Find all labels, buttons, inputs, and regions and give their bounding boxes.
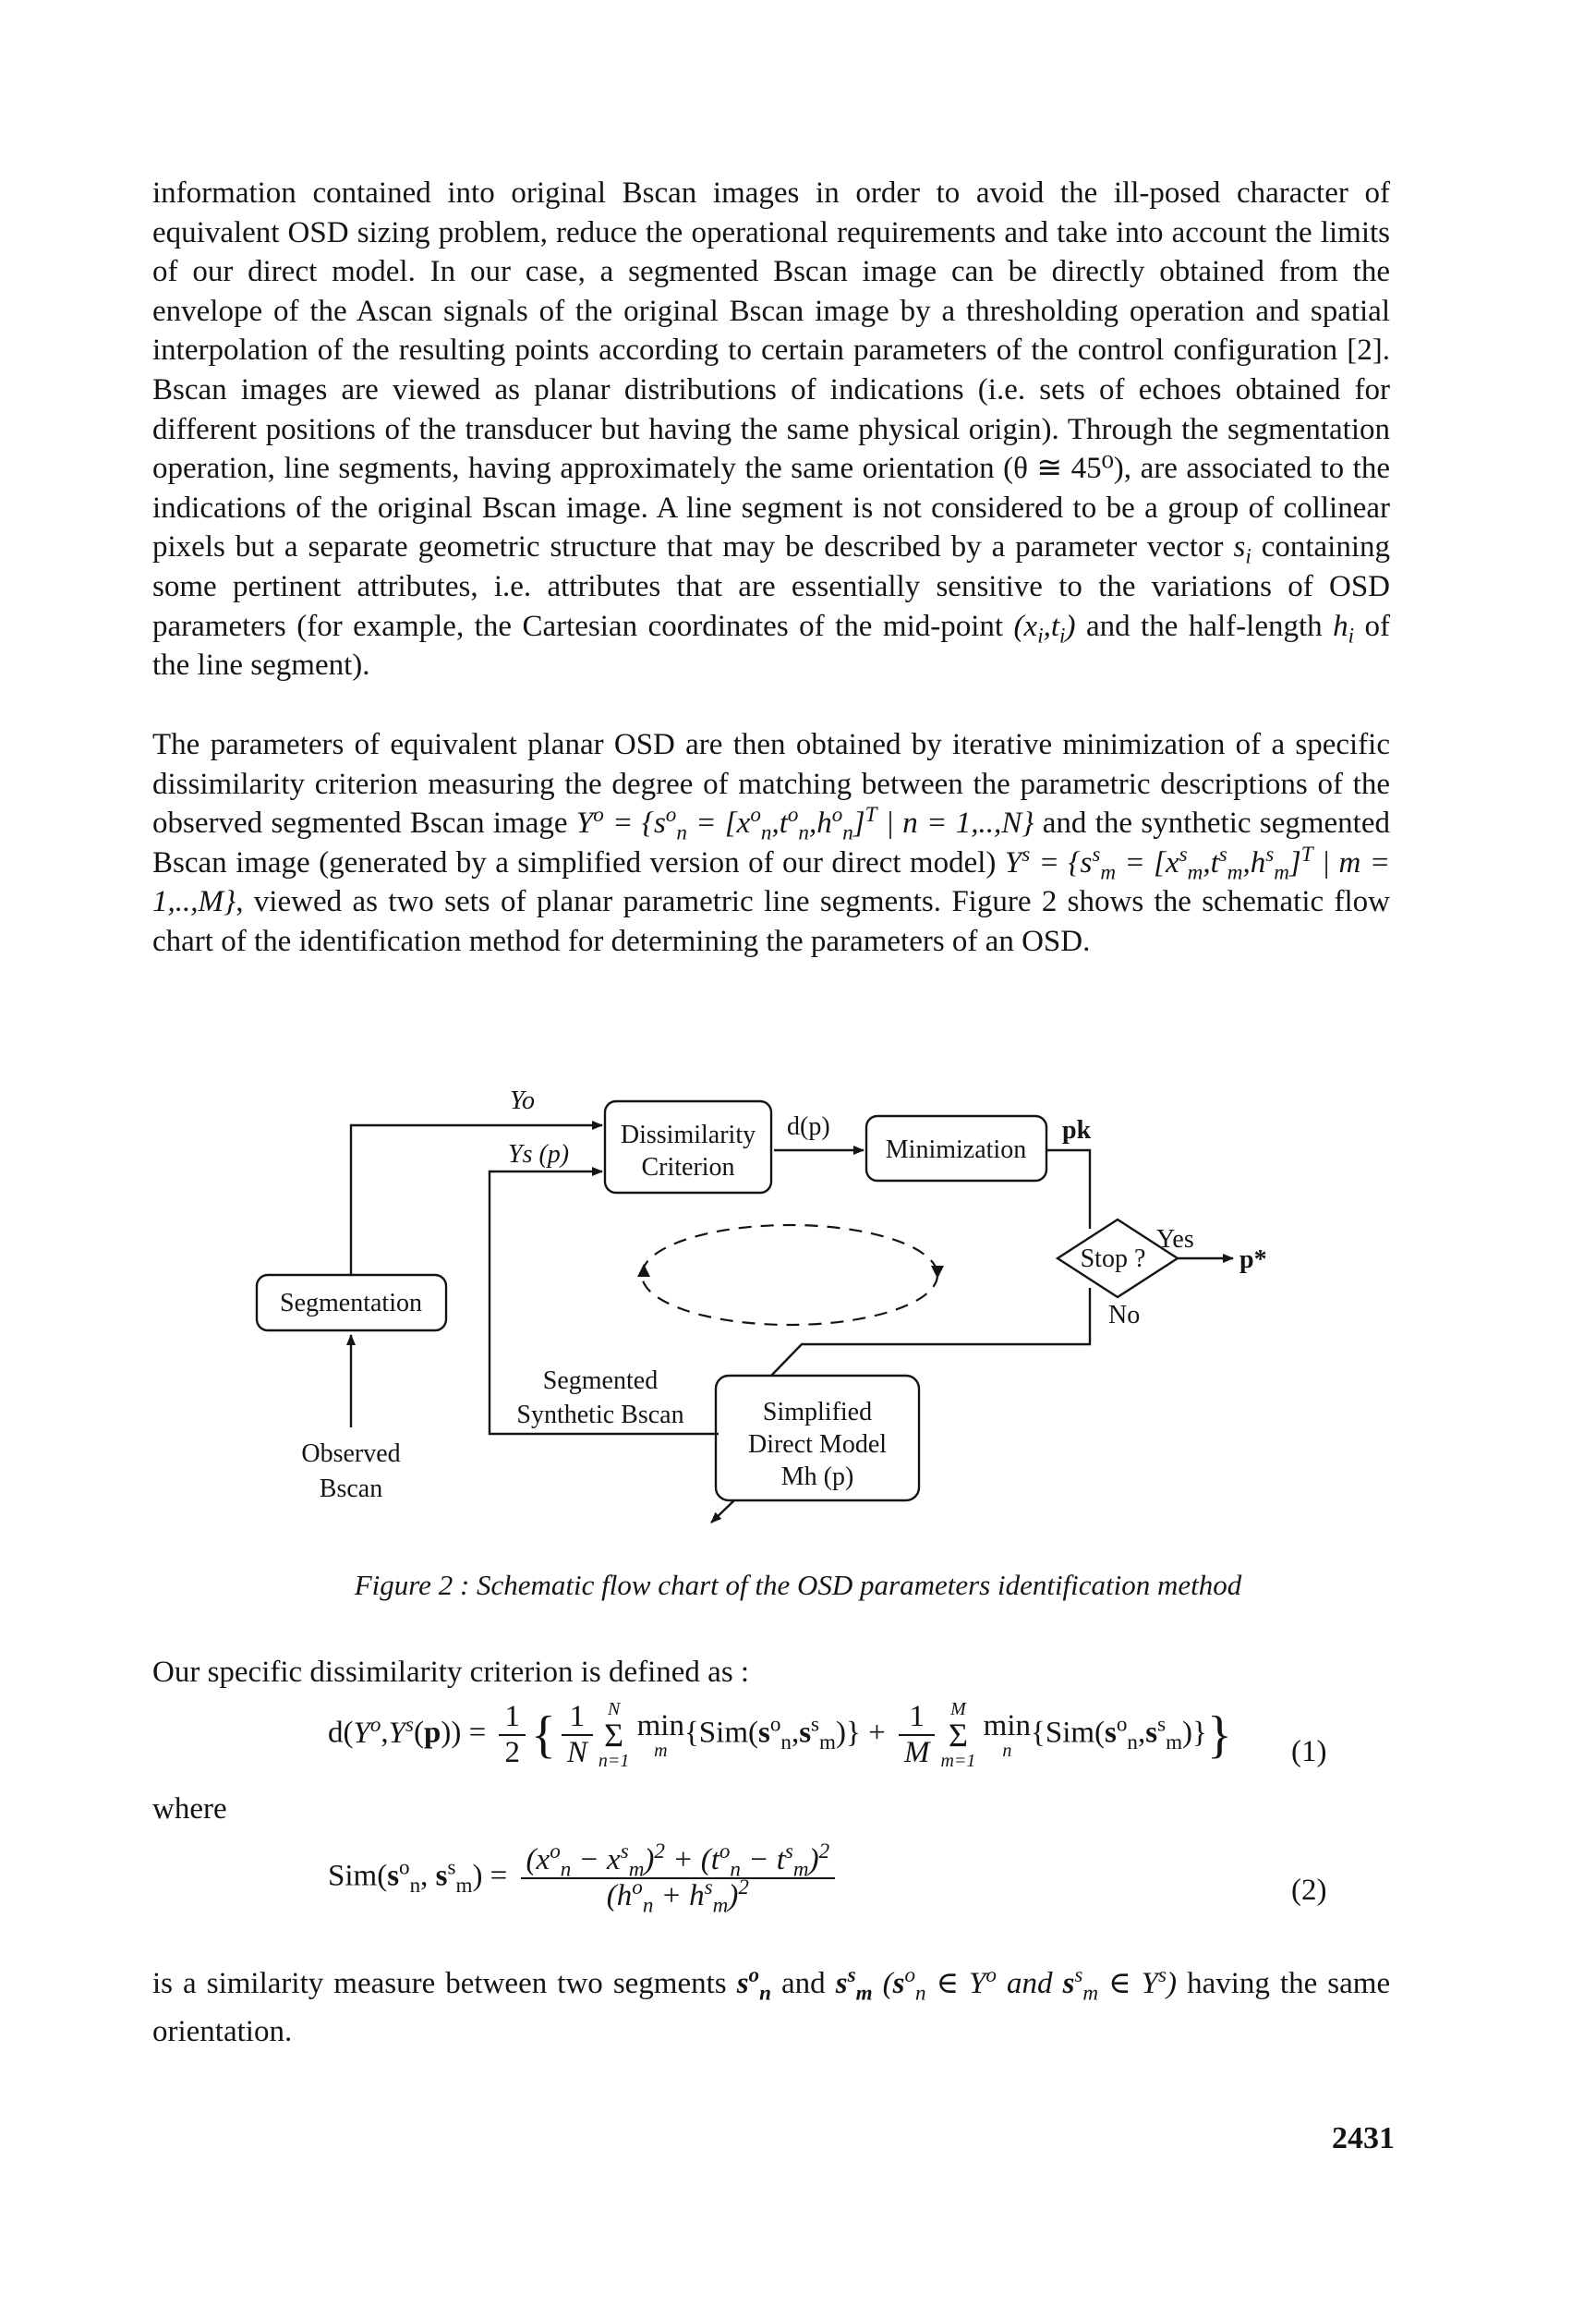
paragraph-1-text-e: of the line segment). [152, 609, 1391, 683]
stop-label: Stop ? [1081, 1244, 1146, 1273]
paragraph-2-text-b: and the synthetic segmented Bscan image … [152, 807, 1390, 880]
ys-arrow [488, 1167, 719, 1436]
paragraph-2: The parameters of equivalent planar OSD … [152, 725, 1390, 962]
segmentation-label: Segmentation [280, 1289, 422, 1317]
pk-label: pk [1062, 1116, 1092, 1145]
paragraph-4-text-b: and [781, 1967, 826, 2000]
iteration-cycle [640, 1223, 939, 1327]
paragraph-4: is a similarity measure between two segm… [152, 1962, 1391, 2048]
dp-label: d(p) [787, 1112, 830, 1141]
model-out-arrow [710, 1499, 735, 1523]
pk-arrow [1046, 1148, 1092, 1229]
no-label: No [1108, 1301, 1140, 1329]
paragraph-1-text: information contained into original Bsca… [152, 176, 1390, 486]
dissimilarity-box [603, 1099, 773, 1195]
half-length-hi: hi [1333, 609, 1355, 648]
yo-arrow [349, 1121, 603, 1275]
set-ys: Ys = {ssm = [xsm,tsm,hsm]T | m = 1,..,M} [152, 841, 1391, 919]
stop-diamond [1055, 1218, 1180, 1299]
paragraph-1-text-d: and the half-length [1085, 609, 1323, 643]
set-yo: Yo = {son = [xon,ton,hon]T | n = 1,..,N} [575, 802, 1034, 844]
paragraph-4-text-a: is a similarity measure between two segm… [152, 1967, 727, 2000]
simplified-label-3: Mh (p) [781, 1462, 854, 1491]
simplified-model-box [714, 1374, 921, 1502]
equation-2: Sim(son, ssm) = (xon − xsm)2 + (ton − ts… [328, 1839, 840, 1915]
paragraph-2-text-c: , viewed as two sets of planar parametri… [152, 885, 1390, 958]
paragraph-1: information contained into original Bsca… [152, 174, 1390, 686]
observed-label-1: Observed [301, 1439, 400, 1468]
minimization-box [864, 1114, 1048, 1183]
paragraph-4-text-c: having the same orientation. [152, 1967, 1391, 2048]
paragraph-1-text-c: containing some pertinent attributes, i.… [152, 530, 1391, 643]
pstar-label: p* [1239, 1245, 1267, 1274]
page-number: 2431 [1332, 2121, 1395, 2155]
simplified-label-2: Direct Model [748, 1430, 887, 1459]
paragraph-1-text-b: the same orientation (θ ≅ 45⁰), are asso… [152, 452, 1391, 564]
simplified-label-1: Simplified [763, 1398, 872, 1426]
figure-caption: Figure 2 : Schematic flow chart of the O… [354, 1569, 1242, 1601]
midpoint-coords: (xi,ti) [1013, 609, 1076, 648]
where-label: where [152, 1792, 227, 1826]
paragraph-2-text-a: The parameters of equivalent planar OSD … [152, 728, 1390, 841]
no-line [770, 1288, 1092, 1377]
flow-chart-figure: Dissimilarity Criterion Minimization Seg… [255, 1086, 1267, 1523]
dissimilarity-label-2: Criterion [641, 1153, 734, 1182]
seg-synth-label-2: Synthetic Bscan [516, 1401, 683, 1429]
param-vector-si: si [1233, 530, 1251, 568]
equation-2-number: (2) [1291, 1874, 1327, 1907]
observed-label-2: Bscan [320, 1475, 382, 1503]
ys-label: Ys (p) [508, 1140, 569, 1169]
dissimilarity-label-1: Dissimilarity [621, 1121, 756, 1149]
yo-label: Yo [510, 1086, 535, 1115]
paragraph-3: Our specific dissimilarity criterion is … [152, 1656, 750, 1689]
equation-1-number: (1) [1291, 1735, 1327, 1768]
seg-synth-label-1: Segmented [543, 1366, 658, 1395]
minimization-label: Minimization [886, 1135, 1026, 1164]
yes-label: Yes [1156, 1225, 1194, 1254]
